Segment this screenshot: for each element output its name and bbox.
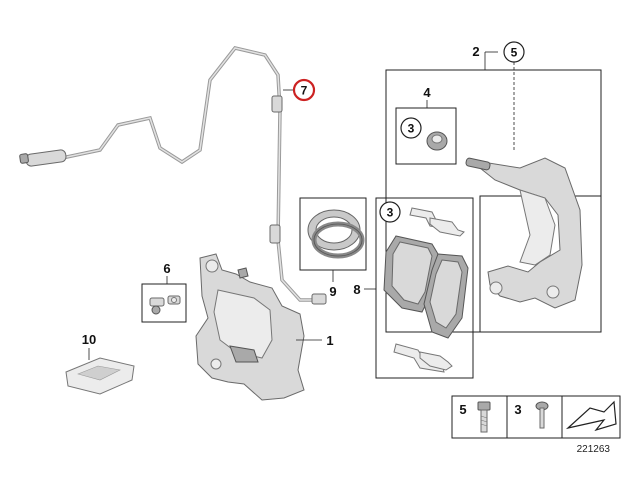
callout-10-label: 10 bbox=[82, 332, 96, 347]
callout-7-highlighted[interactable]: 7 bbox=[292, 78, 316, 102]
grease-packet[interactable] bbox=[65, 357, 135, 395]
wear-sensor-wire[interactable] bbox=[19, 46, 327, 305]
anti-rattle-clips-bottom[interactable] bbox=[393, 343, 453, 373]
hardware-legend: 5 3 bbox=[451, 395, 621, 439]
brake-pad-set-box bbox=[375, 197, 474, 379]
brake-caliper[interactable] bbox=[195, 253, 305, 401]
bleeder-screw-box bbox=[141, 283, 187, 323]
legend-3-label: 3 bbox=[514, 402, 521, 417]
guide-bolt-cap[interactable] bbox=[426, 131, 448, 151]
guide-bolt-box bbox=[395, 107, 457, 165]
callout-6-label: 6 bbox=[163, 261, 170, 276]
brake-pad-inner[interactable] bbox=[383, 235, 439, 313]
callout-8-label: 8 bbox=[353, 282, 360, 297]
callout-3-circle-small: 3 bbox=[400, 117, 422, 139]
brake-pad-outer[interactable] bbox=[423, 253, 469, 339]
diagram-doc-number: 221263 bbox=[577, 444, 611, 455]
callout-1-label: 1 bbox=[326, 333, 333, 348]
callout-2-label: 2 bbox=[472, 44, 479, 59]
callout-5-label: 5 bbox=[511, 46, 518, 60]
brake-carrier-bracket[interactable] bbox=[465, 157, 583, 309]
legend-bolt-5[interactable] bbox=[477, 401, 491, 433]
callout-3-label-small: 3 bbox=[408, 122, 415, 136]
callout-5-circle: 5 bbox=[503, 41, 525, 63]
callout-3-circle-pads: 3 bbox=[379, 201, 401, 223]
legend-screw-3[interactable] bbox=[535, 401, 549, 429]
callout-3-label-pads: 3 bbox=[387, 206, 394, 220]
legend-5-label: 5 bbox=[459, 402, 466, 417]
orientation-arrow-icon bbox=[565, 400, 617, 432]
bleeder-screw[interactable] bbox=[149, 295, 181, 315]
caliper-seal-ring[interactable] bbox=[307, 209, 365, 259]
callout-7-label: 7 bbox=[301, 84, 308, 98]
anti-rattle-clips-top[interactable] bbox=[409, 207, 465, 237]
callout-9-label: 9 bbox=[329, 284, 336, 299]
callout-4-label: 4 bbox=[423, 85, 431, 100]
